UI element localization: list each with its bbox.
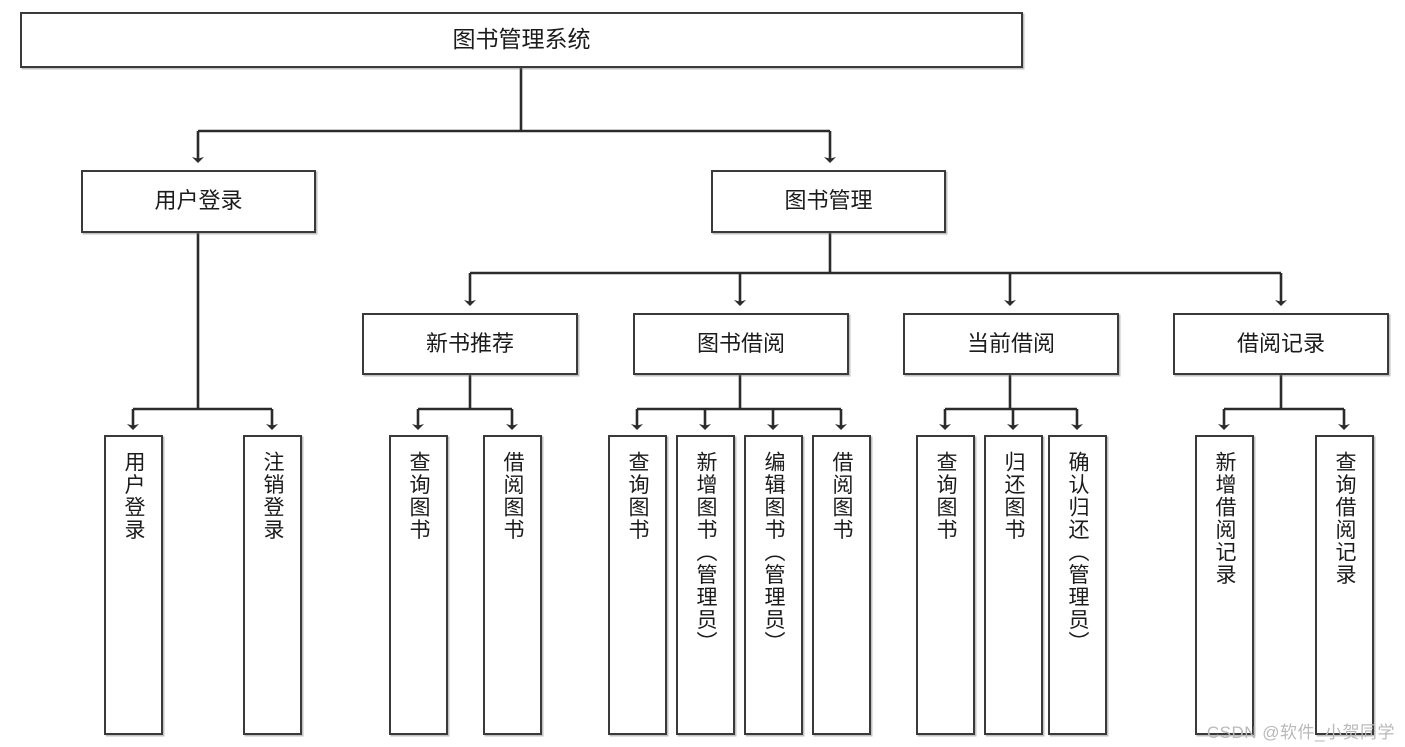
node-current-borrow-label: 当前借阅	[966, 330, 1055, 356]
leaf-logout-label: 注销登录	[261, 451, 284, 541]
leaf-edit-book[interactable]: 编辑图书（管理员）	[744, 435, 803, 735]
node-new-book-recommend[interactable]: 新书推荐	[362, 313, 578, 375]
node-borrow-record[interactable]: 借阅记录	[1173, 313, 1389, 375]
node-book-borrow[interactable]: 图书借阅	[633, 313, 849, 375]
node-current-borrow[interactable]: 当前借阅	[903, 313, 1119, 375]
leaf-user-login-label: 用户登录	[122, 451, 145, 541]
leaf-return-book[interactable]: 归还图书	[984, 435, 1043, 735]
node-user-login[interactable]: 用户登录	[81, 170, 316, 233]
node-book-manage-label: 图书管理	[784, 188, 873, 214]
leaf-query-record-label: 查询借阅记录	[1333, 451, 1356, 586]
leaf-logout[interactable]: 注销登录	[243, 435, 302, 735]
leaf-add-record[interactable]: 新增借阅记录	[1195, 435, 1254, 735]
node-root[interactable]: 图书管理系统	[20, 12, 1023, 68]
leaf-query-book-3[interactable]: 查询图书	[916, 435, 975, 735]
leaf-add-book[interactable]: 新增图书（管理员）	[676, 435, 735, 735]
node-book-borrow-label: 图书借阅	[696, 330, 785, 356]
node-new-book-recommend-label: 新书推荐	[425, 330, 514, 356]
leaf-borrow-book-1-label: 借阅图书	[501, 451, 524, 541]
watermark: CSDN @软件_小贺同学	[1206, 723, 1395, 742]
leaf-edit-book-label: 编辑图书（管理员）	[762, 451, 785, 654]
node-user-login-label: 用户登录	[154, 188, 243, 214]
leaf-query-record[interactable]: 查询借阅记录	[1315, 435, 1374, 735]
leaf-query-book-1[interactable]: 查询图书	[389, 435, 448, 735]
leaf-return-book-label: 归还图书	[1002, 451, 1025, 541]
leaf-query-book-1-label: 查询图书	[407, 451, 430, 541]
leaf-borrow-book-2-label: 借阅图书	[830, 451, 853, 541]
leaf-confirm-return[interactable]: 确认归还（管理员）	[1048, 435, 1107, 735]
leaf-add-book-label: 新增图书（管理员）	[694, 451, 717, 654]
node-borrow-record-label: 借阅记录	[1236, 330, 1325, 356]
leaf-borrow-book-1[interactable]: 借阅图书	[483, 435, 542, 735]
leaf-user-login[interactable]: 用户登录	[104, 435, 163, 735]
leaf-confirm-return-label: 确认归还（管理员）	[1066, 451, 1089, 654]
leaf-borrow-book-2[interactable]: 借阅图书	[812, 435, 871, 735]
node-book-manage[interactable]: 图书管理	[711, 170, 946, 233]
node-root-label: 图书管理系统	[452, 26, 591, 53]
leaf-query-book-2[interactable]: 查询图书	[608, 435, 667, 735]
leaf-query-book-3-label: 查询图书	[934, 451, 957, 541]
leaf-query-book-2-label: 查询图书	[626, 451, 649, 541]
leaf-add-record-label: 新增借阅记录	[1213, 451, 1236, 586]
